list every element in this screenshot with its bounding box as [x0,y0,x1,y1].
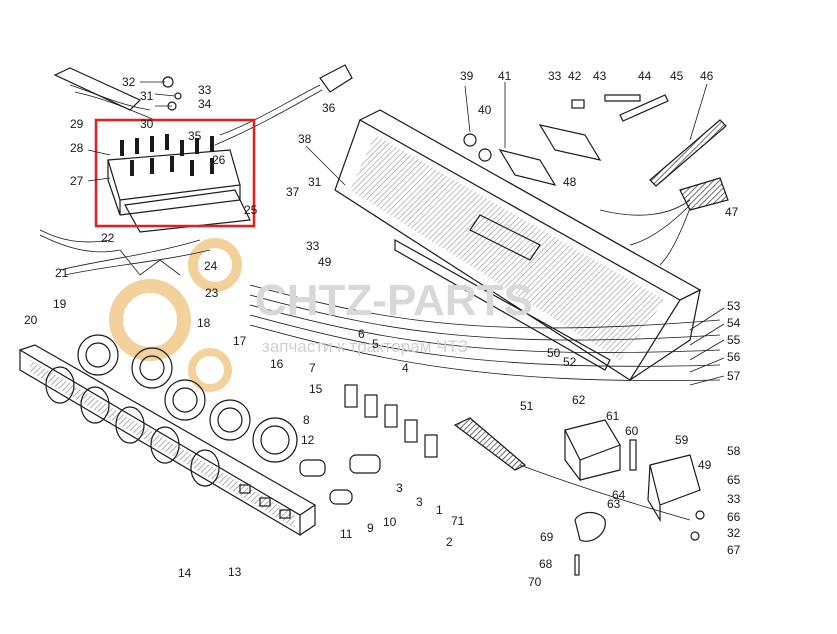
callout-43: 43 [593,69,607,83]
callout-63: 63 [607,497,621,511]
callout-44: 44 [638,69,652,83]
callout-23: 23 [205,286,219,300]
callout-labels: 29 30 32 31 33 34 35 36 28 26 27 25 22 2… [24,69,741,589]
callout-27: 27 [70,174,84,188]
callout-31b: 31 [308,175,322,189]
watermark-gear-icon [109,238,242,392]
right-top-parts [463,94,729,266]
callout-65: 65 [727,473,741,487]
callout-33b: 33 [306,239,320,253]
callout-49b: 49 [698,458,712,472]
callout-16: 16 [270,357,284,371]
callout-37: 37 [286,185,300,199]
callout-68: 68 [539,557,553,571]
callout-30: 30 [140,117,154,131]
callout-46: 46 [700,69,714,83]
callout-21: 21 [55,266,69,280]
callout-9: 9 [367,521,374,535]
callout-53: 53 [727,299,741,313]
callout-1: 1 [436,503,443,517]
callout-62: 62 [572,393,586,407]
callout-19: 19 [53,297,67,311]
callout-67: 67 [727,543,741,557]
callout-64: 64 [612,488,626,502]
callout-15: 15 [309,382,323,396]
watermark-brand: CHTZ-PARTS [255,276,533,325]
callout-38: 38 [298,132,312,146]
callout-66: 66 [727,510,741,524]
callout-31: 31 [140,89,154,103]
watermark-tagline: запчасти к тракторам ЧТЗ [262,337,468,356]
leader-lines [87,81,725,386]
callout-50: 50 [547,346,561,360]
callout-13: 13 [228,565,242,579]
callout-48: 48 [563,175,577,189]
callout-18: 18 [197,316,211,330]
callout-45: 45 [670,69,684,83]
callout-32b: 32 [727,526,741,540]
callout-32: 32 [122,75,136,89]
callout-58: 58 [727,444,741,458]
callout-17: 17 [233,334,247,348]
left-harness [39,229,211,276]
right-lower-parts [564,419,705,576]
callout-35: 35 [188,129,202,143]
long-cables [249,284,721,521]
callout-33c: 33 [548,69,562,83]
callout-70: 70 [528,575,542,589]
callout-54: 54 [727,316,741,330]
callout-4: 4 [402,361,409,375]
callout-3b: 3 [416,495,423,509]
callout-29: 29 [70,117,84,131]
callout-33d: 33 [727,492,741,506]
callout-26: 26 [212,153,226,167]
callout-20: 20 [24,313,38,327]
callout-52: 52 [563,355,577,369]
callout-11: 11 [340,527,353,541]
callout-39: 39 [460,69,474,83]
callout-51: 51 [520,399,534,413]
callout-14: 14 [178,566,192,580]
callout-49a: 49 [318,255,332,269]
highlight-frame [94,118,256,228]
callout-36: 36 [322,101,336,115]
gauge-group [77,334,298,463]
callout-41: 41 [498,69,512,83]
callout-71: 71 [451,514,465,528]
callout-5: 5 [372,337,379,351]
callout-47: 47 [725,205,739,219]
callout-61: 61 [606,409,620,423]
callout-25: 25 [244,203,258,217]
dashboard-housing[interactable] [334,109,702,381]
terminal-block-assembly[interactable] [94,118,256,233]
callout-60: 60 [625,424,639,438]
callout-59: 59 [675,433,689,447]
callout-28: 28 [70,141,84,155]
callout-56: 56 [727,350,741,364]
callout-42: 42 [568,69,582,83]
instrument-panel[interactable] [18,344,317,537]
callout-22: 22 [101,231,115,245]
callout-2: 2 [446,535,453,549]
callout-8: 8 [303,413,310,427]
callout-10: 10 [383,515,397,529]
callout-3a: 3 [396,481,403,495]
callout-33: 33 [198,83,212,97]
callout-40: 40 [478,103,492,117]
callout-57: 57 [727,369,741,383]
switch-group [299,384,438,505]
callout-12: 12 [301,433,315,447]
callout-55: 55 [727,333,741,347]
callout-69: 69 [540,530,554,544]
callout-6: 6 [358,327,365,341]
callout-34: 34 [198,97,212,111]
callout-7: 7 [309,361,316,375]
callout-24: 24 [204,259,218,273]
